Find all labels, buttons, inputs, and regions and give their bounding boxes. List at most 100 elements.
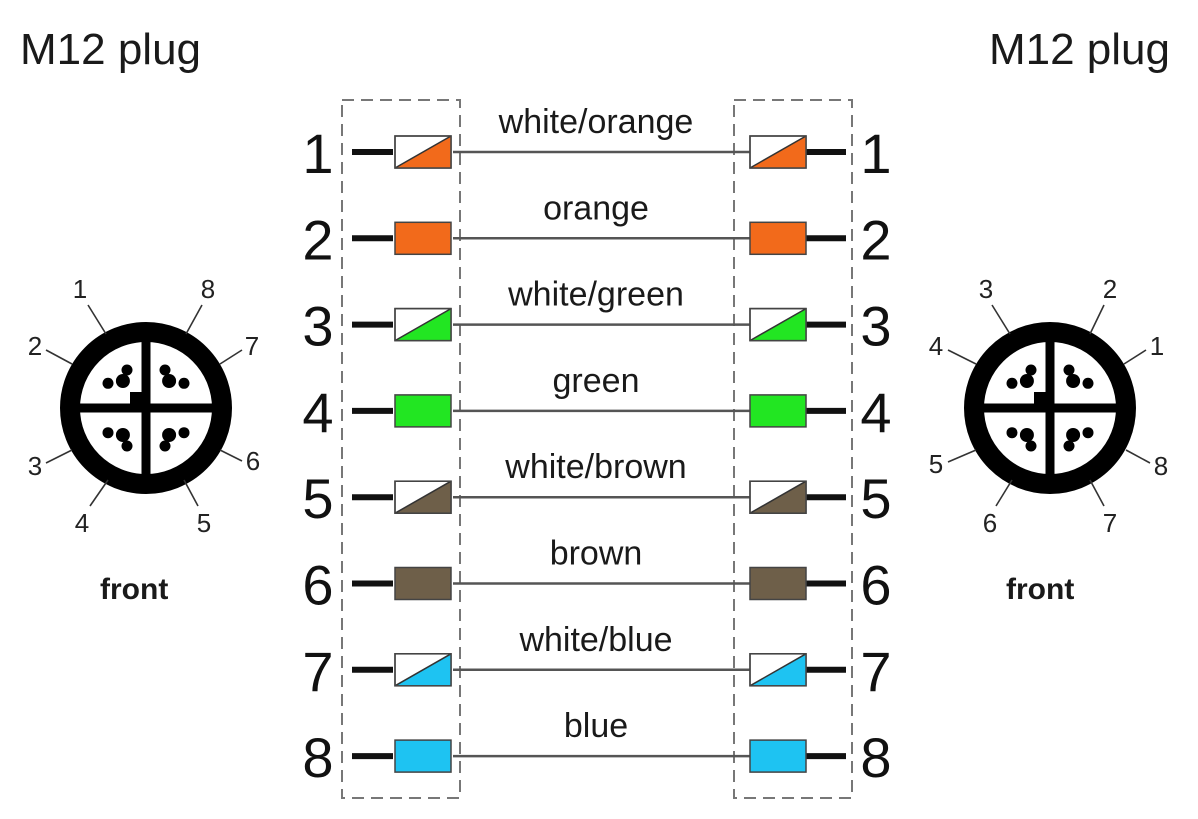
left-plug-leader: [219, 349, 243, 365]
right-pin-number-1: 1: [860, 122, 891, 185]
wire-label-7: white/blue: [518, 621, 672, 659]
right-plug-contact: [1082, 377, 1094, 389]
right-plug-pin-label: 1: [1150, 331, 1164, 361]
right-plug-leader: [947, 449, 977, 463]
right-plug-leader: [1089, 479, 1105, 507]
left-plug-key: [130, 392, 146, 408]
right-plug-contact: [1082, 427, 1094, 439]
right-plug-leader: [1089, 304, 1105, 335]
left-stripe-divider-1: [394, 135, 452, 169]
right-plug-face-icon: 3 2 4 1 5 8 6 7: [929, 274, 1168, 538]
wire-label-8: blue: [564, 707, 628, 745]
left-plug-pin-label: 1: [73, 274, 87, 304]
left-plug-pin-label: 4: [75, 508, 89, 538]
left-pin-number-7: 7: [302, 640, 333, 703]
left-plug-contact: [178, 377, 190, 389]
left-color-block-6: [394, 566, 452, 601]
left-pin-number-5: 5: [302, 467, 333, 530]
right-pin-number-6: 6: [860, 554, 891, 617]
right-color-block-outline-7: [749, 653, 807, 687]
right-plug-pin-label: 6: [983, 508, 997, 538]
left-color-block-outline-3: [394, 307, 452, 342]
right-plug-pin-label: 4: [929, 331, 943, 361]
left-connector-box: [341, 99, 461, 799]
left-plug-contact: [102, 427, 114, 439]
left-plug-leader: [89, 479, 109, 507]
wire-label-3: white/green: [507, 276, 684, 314]
right-color-block-outline-3: [749, 307, 807, 342]
left-plug-pin-label: 8: [201, 274, 215, 304]
left-plug-contact: [115, 374, 130, 388]
left-plug-contact: [178, 427, 190, 439]
right-plug-key: [1034, 392, 1050, 408]
left-stripe-divider-5: [394, 480, 452, 514]
left-plug-leader: [45, 349, 73, 365]
left-pin-number-3: 3: [302, 295, 333, 358]
right-plug-pin-label: 7: [1103, 508, 1117, 538]
right-color-block-outline-1: [749, 135, 807, 169]
left-front-label: front: [100, 573, 169, 606]
right-plug-leader: [991, 304, 1011, 335]
right-plug-leader: [1123, 349, 1147, 365]
right-plug-contact: [1006, 427, 1018, 439]
right-stripe-divider-1: [749, 135, 807, 169]
right-stripe-divider-7: [749, 653, 807, 687]
right-connector-box: [733, 99, 853, 799]
right-pin-number-3: 3: [860, 295, 891, 358]
right-plug-pin-label: 8: [1154, 451, 1168, 481]
left-plug-pin-label: 2: [28, 331, 42, 361]
right-color-block-2: [749, 221, 807, 256]
right-stripe-divider-5: [749, 480, 807, 514]
right-pin-number-2: 2: [860, 208, 891, 271]
left-pin-number-2: 2: [302, 208, 333, 271]
right-plug-pin-label: 3: [979, 274, 993, 304]
left-plug-pin-label: 3: [28, 451, 42, 481]
right-plug-leader: [947, 349, 977, 365]
right-color-block-6: [749, 566, 807, 601]
wire-label-2: orange: [543, 189, 649, 227]
left-plug-pin-label: 6: [246, 446, 260, 476]
right-plug-contact: [1025, 364, 1037, 376]
right-plug-title: M12 plug: [988, 25, 1170, 74]
right-plug-contact: [1019, 374, 1034, 388]
left-plug-contact: [162, 428, 177, 442]
wire-label-4: green: [553, 362, 640, 400]
left-color-block-2: [394, 221, 452, 256]
right-plug-leader: [1125, 449, 1151, 464]
right-plug-contact: [1066, 374, 1081, 388]
right-front-label: front: [1006, 573, 1075, 606]
wire-label-6: brown: [550, 535, 643, 573]
right-plug-contact: [1006, 377, 1018, 389]
left-plug-leader: [219, 449, 243, 462]
left-plug-leader: [87, 304, 107, 335]
left-pin-number-4: 4: [302, 381, 333, 444]
right-plug-pin-label: 2: [1103, 274, 1117, 304]
left-color-block-4: [394, 394, 452, 428]
right-plug-contact: [1063, 364, 1075, 376]
left-plug-contact: [121, 364, 133, 376]
left-plug-contact: [102, 377, 114, 389]
left-plug-title: M12 plug: [20, 25, 202, 74]
left-plug-leader: [185, 304, 203, 335]
right-stripe-divider-3: [749, 307, 807, 342]
right-color-block-outline-5: [749, 480, 807, 514]
left-stripe-divider-7: [394, 653, 452, 687]
right-plug-leader: [995, 479, 1013, 507]
right-pin-number-4: 4: [860, 381, 891, 444]
left-plug-pin-label: 7: [245, 331, 259, 361]
right-plug-pin-label: 5: [929, 449, 943, 479]
right-color-block-8: [749, 739, 807, 773]
left-plug-contact: [121, 440, 133, 452]
right-pin-number-7: 7: [860, 640, 891, 703]
left-color-block-outline-7: [394, 653, 452, 687]
right-plug-contact: [1066, 428, 1081, 442]
right-plug-contact: [1063, 440, 1075, 452]
left-color-block-outline-5: [394, 480, 452, 514]
wire-label-1: white/orange: [498, 103, 694, 141]
left-color-block-8: [394, 739, 452, 773]
left-plug-leader: [45, 449, 73, 464]
right-pin-number-8: 8: [860, 726, 891, 789]
left-plug-contact: [162, 374, 177, 388]
